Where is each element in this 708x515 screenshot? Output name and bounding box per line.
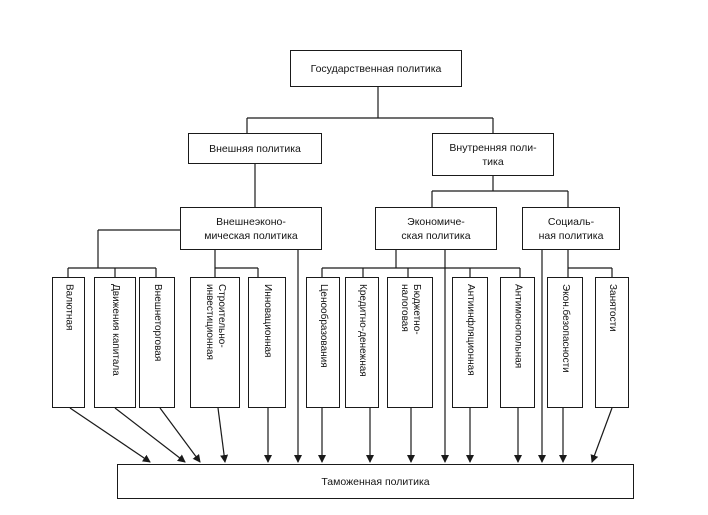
leaf-label: Валютная [63, 284, 75, 331]
foreign-economic-node: Внешнеэконо- мическая политика [180, 207, 322, 250]
external-policy-label: Внешняя политика [209, 142, 301, 155]
leaf-label: Инновационная [262, 284, 273, 358]
leaf-economic-security: Экон.безопасности [547, 277, 583, 408]
leaf-label: Антимонопольная [512, 284, 524, 369]
leaf-capital-movement: Движения капитала [94, 277, 136, 408]
leaf-innovation: Инновационная [248, 277, 286, 408]
economic-policy-label: Экономиче- ская политика [401, 215, 471, 242]
leaf-label: Внешнеторговая [152, 284, 163, 362]
leaf-pricing: Ценообразования [306, 277, 340, 408]
root-node: Государственная политика [290, 50, 462, 87]
leaf-budget-tax: Бюджетно- налоговая [387, 277, 433, 408]
leaf-label: Занятости [607, 284, 618, 332]
leaf-label: Ценообразования [318, 284, 329, 368]
leaf-label: Экон.безопасности [560, 284, 571, 373]
leaf-currency: Валютная [52, 277, 85, 408]
leaf-credit-monetary: Кредитно-денежная [345, 277, 379, 408]
leaf-construction-investment: Строительно- инвестиционная [190, 277, 240, 408]
economic-policy-node: Экономиче- ская политика [375, 207, 497, 250]
foreign-economic-label: Внешнеэконо- мическая политика [204, 215, 298, 242]
social-policy-label: Социаль- ная политика [538, 215, 604, 242]
leaf-foreign-trade: Внешнеторговая [139, 277, 175, 408]
leaf-label: Бюджетно- налоговая [399, 284, 422, 335]
leaf-label: Антиинфляционная [465, 284, 476, 376]
leaf-label: Движения капитала [110, 284, 121, 376]
root-label: Государственная политика [310, 62, 442, 75]
leaf-label: Строительно- инвестиционная [204, 284, 227, 360]
customs-policy-label: Таможенная политика [321, 475, 430, 488]
social-policy-node: Социаль- ная политика [522, 207, 620, 250]
leaf-label: Кредитно-денежная [357, 284, 368, 377]
external-policy-node: Внешняя политика [188, 133, 322, 164]
leaf-employment: Занятости [595, 277, 629, 408]
customs-policy-node: Таможенная политика [117, 464, 634, 499]
internal-policy-label: Внутренняя поли- тика [449, 141, 537, 168]
leaf-anti-inflation: Антиинфляционная [452, 277, 488, 408]
internal-policy-node: Внутренняя поли- тика [432, 133, 554, 176]
leaf-antimonopoly: Антимонопольная [500, 277, 535, 408]
